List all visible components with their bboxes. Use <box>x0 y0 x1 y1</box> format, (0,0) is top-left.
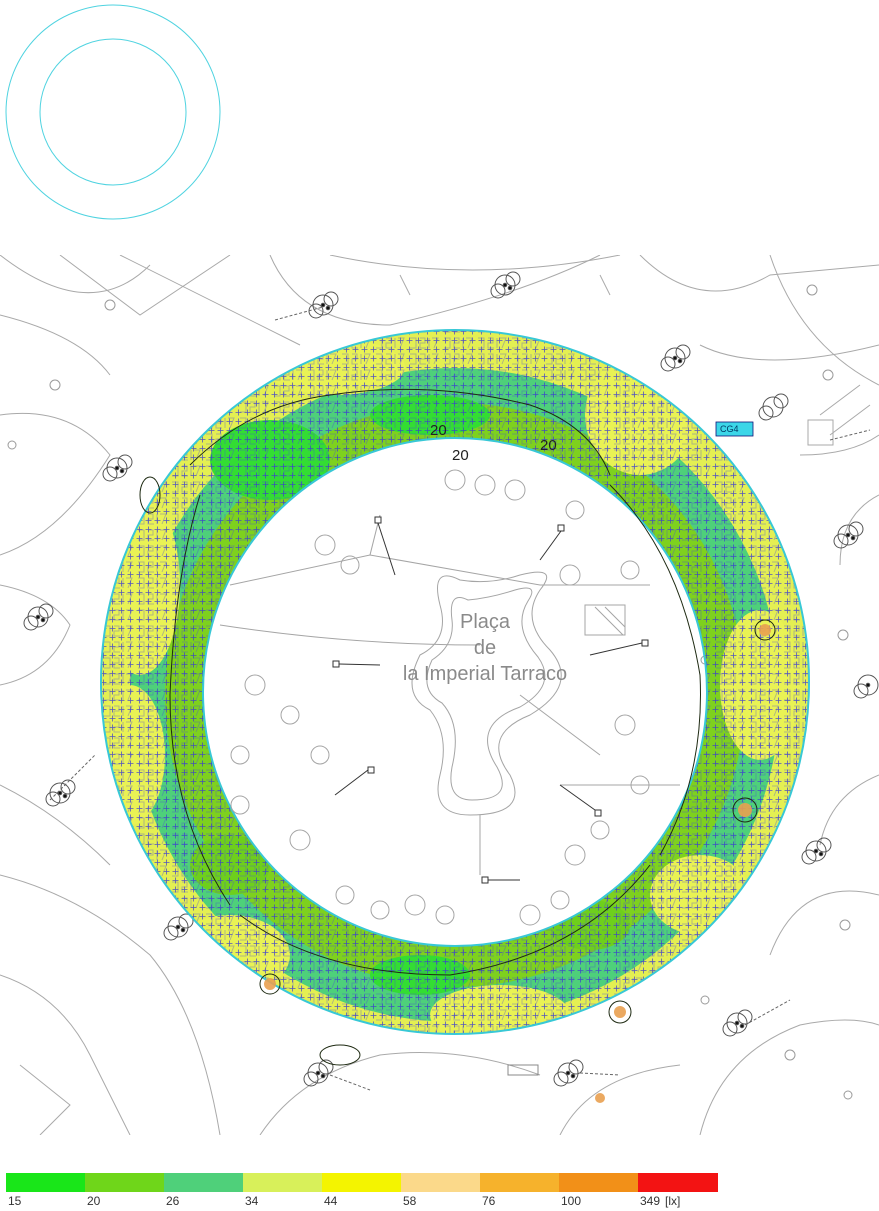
hotspots <box>264 624 771 1103</box>
legend-value: 26 <box>166 1194 180 1208</box>
illuminance-legend: 15 20 26 34 44 58 76 100 349 [lx] <box>6 1173 718 1211</box>
tree-clusters <box>23 271 879 1087</box>
contour-label: 20 <box>452 447 469 464</box>
legend-swatch <box>401 1173 480 1192</box>
legend-swatch <box>559 1173 638 1192</box>
legend-value: 349 <box>640 1194 661 1208</box>
legend-value: 34 <box>245 1194 259 1208</box>
legend-swatch <box>6 1173 85 1192</box>
street-plan-dots <box>7 284 853 1100</box>
illuminance-map: Plaça de la Imperial Tarraco 20 20 20 CG… <box>0 255 879 1135</box>
ring-boundary <box>100 329 810 1035</box>
legend-value: 15 <box>8 1194 22 1208</box>
legend-swatch <box>322 1173 401 1192</box>
overview-inner-ring <box>39 38 187 186</box>
legend-value: 20 <box>87 1194 101 1208</box>
plaza-name-line-3: la Imperial Tarraco <box>403 663 567 685</box>
plaza-luminaires <box>332 516 649 884</box>
overview-thumbnail <box>5 4 221 220</box>
legend-unit: [lx] <box>665 1194 681 1208</box>
luminaire-tag-text: CG4 <box>720 424 739 434</box>
legend-swatch <box>480 1173 559 1192</box>
illuminance-ring <box>100 329 810 1103</box>
luminaire-arms <box>49 306 871 1091</box>
legend-value: 100 <box>561 1194 582 1208</box>
central-plaza-plan <box>219 514 680 875</box>
plaza-trees <box>230 469 650 926</box>
legend-value: 44 <box>324 1194 338 1208</box>
overview-outer-ring <box>5 4 221 220</box>
legend-swatch <box>164 1173 243 1192</box>
legend-swatch <box>85 1173 164 1192</box>
plaza-name: Plaça de la Imperial Tarraco <box>403 611 567 685</box>
legend-value: 76 <box>482 1194 496 1208</box>
plaza-name-line-2: de <box>474 637 496 659</box>
contour-label: 20 <box>540 437 557 454</box>
isolux-contours <box>139 388 776 1066</box>
luminaire-tag-cg4[interactable]: CG4 <box>715 421 754 437</box>
street-plan <box>0 255 879 1135</box>
legend-value: 58 <box>403 1194 417 1208</box>
legend-swatch <box>243 1173 322 1192</box>
plaza-name-line-1: Plaça <box>460 611 511 633</box>
plan-marker <box>507 1064 539 1076</box>
legend-swatch <box>638 1173 718 1192</box>
contour-label: 20 <box>430 422 447 439</box>
